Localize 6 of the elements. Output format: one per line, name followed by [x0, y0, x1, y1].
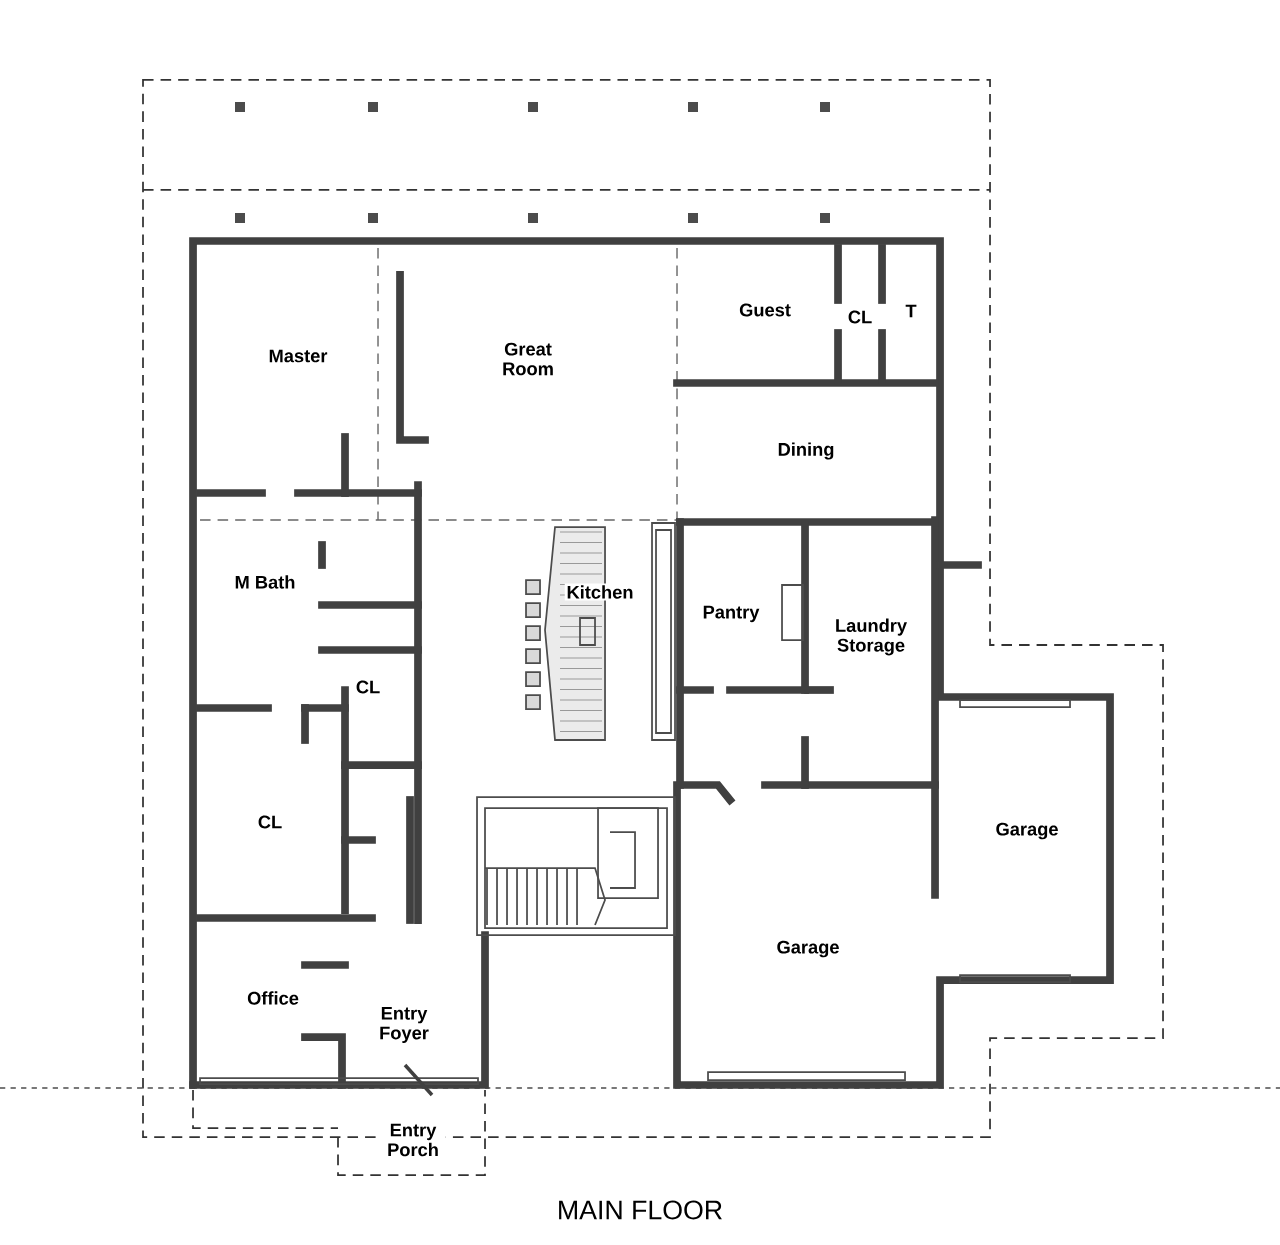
room-label: Entry Foyer	[372, 1005, 436, 1045]
room-label: Laundry Storage	[826, 616, 916, 658]
room-label: Great Room	[495, 340, 561, 378]
room-label: Entry Porch	[380, 1122, 446, 1158]
room-label: Pantry	[700, 604, 762, 624]
caption: MAIN FLOOR	[559, 1200, 722, 1220]
